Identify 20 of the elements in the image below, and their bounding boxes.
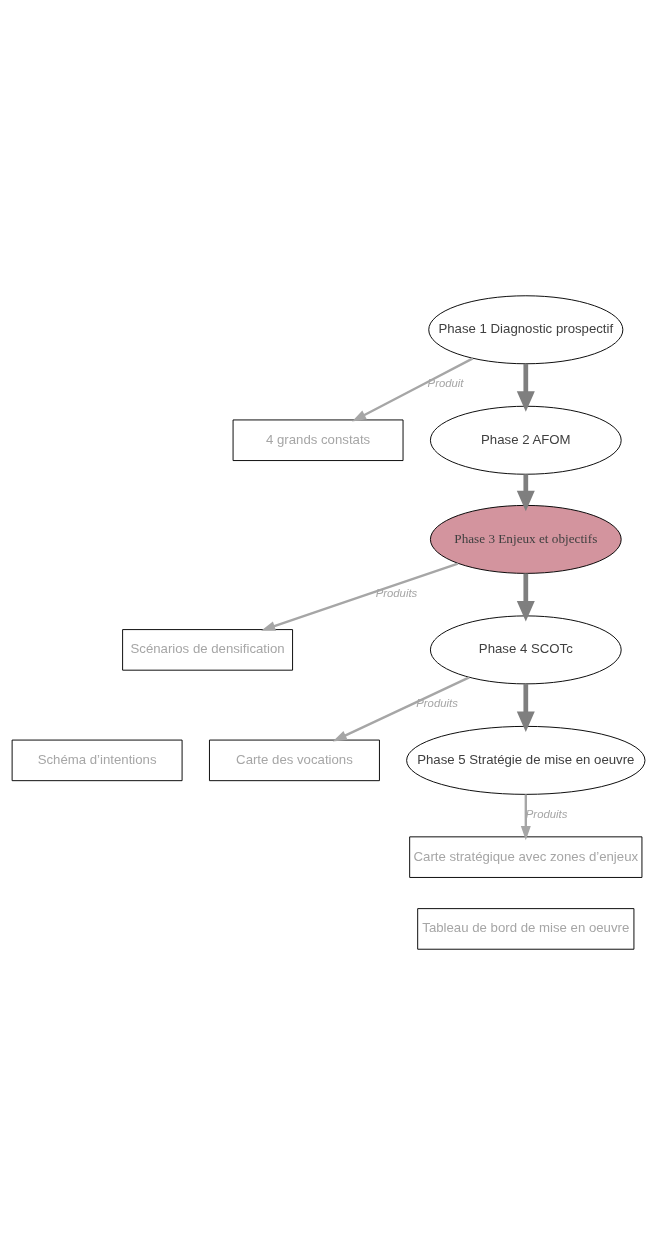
node-ellipse: Phase 5 Stratégie de mise en oeuvre xyxy=(406,725,646,795)
node-box: Carte des vocations xyxy=(209,739,380,782)
arrow xyxy=(520,794,531,841)
arrow xyxy=(516,573,535,622)
arrow xyxy=(516,684,535,732)
arrow xyxy=(352,357,474,422)
arrow xyxy=(516,363,535,412)
node-box: Scénarios de densification xyxy=(122,629,294,671)
node-box: Tableau de bord de mise en oeuvre xyxy=(417,908,635,950)
node-ellipse: Phase 3 Enjeux et objectifs xyxy=(429,504,622,574)
arrow xyxy=(332,676,470,742)
node-box: Schéma d’intentions xyxy=(11,739,183,782)
arrow xyxy=(516,474,535,512)
edge-label: Produits xyxy=(525,807,568,820)
node-ellipse: Phase 4 SCOTc xyxy=(429,615,622,685)
arrow xyxy=(261,562,459,631)
node-box: 4 grands constats xyxy=(232,419,404,462)
node-ellipse: Phase 2 AFOM xyxy=(429,405,622,475)
node-box: Carte stratégique avec zones d’enjeux xyxy=(409,836,643,878)
node-ellipse: Phase 1 Diagnostic prospectif xyxy=(428,295,624,365)
